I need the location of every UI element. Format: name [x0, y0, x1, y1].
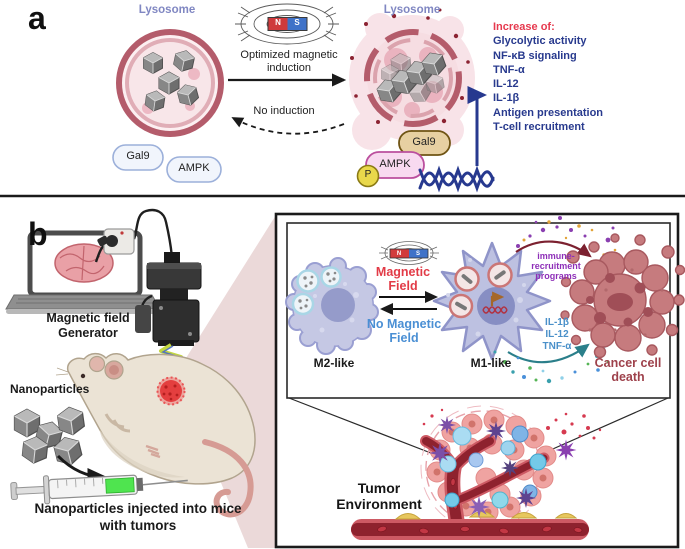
cytokine-label-tnfa: TNF-α — [542, 341, 572, 352]
increase-item: Glycolytic activity — [493, 35, 587, 48]
magnet-south-label: S — [294, 18, 300, 27]
syringe-illustration — [10, 474, 188, 505]
tumor-environment-label-line2: Environment — [336, 496, 422, 512]
inset-magnet-south-label: S — [415, 250, 421, 257]
panel-b-label: b — [28, 216, 48, 252]
dna-helix — [418, 165, 495, 193]
lysosome-left-label: Lysosome — [138, 4, 196, 16]
lysosome-disrupted-illustration — [349, 8, 475, 150]
injection-caption-line1: Nanoparticles injected into mice — [34, 501, 242, 516]
cytokine-arrow — [507, 343, 590, 364]
magnetic-field-label-line2: Field — [388, 279, 418, 293]
ampk-bound-label: AMPK — [379, 158, 411, 170]
transcription-arrow — [467, 86, 487, 166]
injection-caption-line2: with tumors — [99, 518, 177, 533]
generator-label-line2: Generator — [58, 326, 118, 340]
cancer-cells-illustration — [560, 233, 685, 359]
inset-magnet-illustration — [379, 241, 439, 265]
increase-item: T-cell recruitment — [493, 121, 585, 134]
nanoparticles-label: Nanoparticles — [10, 382, 90, 396]
gal9-bound-label: Gal9 — [412, 136, 436, 148]
m1-macrophage-illustration — [432, 241, 552, 361]
lysosome-resting-illustration — [116, 29, 224, 137]
no-magnetic-field-label-line1: No Magnetic — [366, 317, 442, 331]
increase-list: Increase of: Glycolytic activity NF-κB s… — [493, 20, 603, 134]
tumor-environment-label-line1: Tumor — [357, 480, 401, 496]
power-adapter — [97, 228, 135, 255]
magnet-north-label: N — [275, 18, 281, 27]
immune-programs-label-line1: immune- — [537, 251, 575, 261]
increase-item: NF-κB signaling — [493, 49, 577, 62]
generator-label-line1: Magnetic field — [46, 311, 130, 325]
tumor-environment-illustration — [351, 405, 602, 540]
signal-dots — [422, 408, 602, 440]
induction-label-line1: Optimized magnetic — [240, 49, 338, 61]
ampk-free-label: AMPK — [178, 162, 210, 174]
increase-item: Antigen presentation — [493, 106, 604, 119]
cancer-death-label-line1: Cancer cell — [594, 356, 662, 370]
no-induction-arrow — [231, 117, 345, 135]
magnet-illustration — [235, 3, 339, 45]
ampk-free-pill — [166, 156, 222, 183]
immune-recruitment-arrow — [515, 240, 592, 258]
induction-label-line2: induction — [266, 62, 312, 74]
increase-item: TNF-α — [493, 63, 525, 76]
increase-title: Increase of: — [493, 21, 555, 33]
m2-label: M2-like — [313, 356, 355, 370]
no-induction-label: No induction — [253, 105, 315, 117]
recruitment-dots — [516, 216, 617, 257]
mouse-illustration — [55, 352, 256, 518]
gal9-free-pill — [112, 144, 164, 171]
inset-magnet-north-label: N — [396, 250, 402, 257]
gal9-free-label: Gal9 — [126, 150, 150, 162]
lysosome-right-label: Lysosome — [383, 4, 441, 16]
phospho-label: P — [364, 169, 372, 180]
cytokine-label-il1b: IL-1β — [545, 317, 569, 328]
immune-programs-label-line3: programs — [535, 271, 577, 281]
cancer-death-label-line2: death — [611, 370, 645, 384]
no-magnetic-field-label-line2: Field — [389, 331, 419, 345]
cytokine-label-il12: IL-12 — [545, 329, 569, 340]
m2-macrophage-illustration — [285, 257, 379, 355]
magnet-coil-device — [135, 252, 202, 346]
gal9-ampk-complex — [356, 130, 451, 188]
panel-a-label: a — [28, 0, 46, 36]
polarization-arrows — [379, 291, 438, 315]
nanoparticle-cubes — [13, 405, 86, 468]
magnetic-field-label-line1: Magnetic — [375, 265, 431, 279]
m1-label: M1-like — [470, 356, 512, 370]
increase-item: IL-1β — [493, 92, 520, 105]
increase-item: IL-12 — [493, 78, 519, 91]
immune-programs-label-line2: recruitment — [531, 261, 581, 271]
